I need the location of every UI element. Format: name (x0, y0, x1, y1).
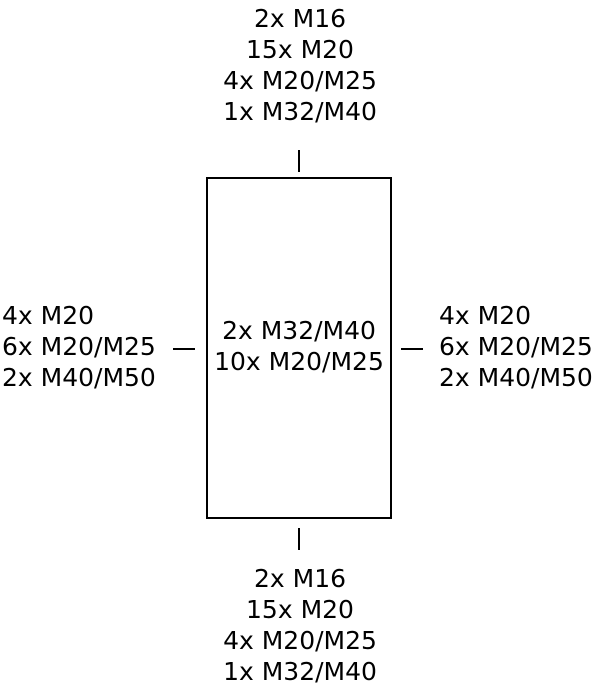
top-connector-tick (298, 150, 300, 172)
right-label-line: 6x M20/M25 (439, 332, 593, 361)
center-labels: 2x M32/M40 10x M20/M25 (206, 315, 392, 377)
bottom-label-line: 4x M20/M25 (223, 626, 377, 655)
center-label-line: 10x M20/M25 (214, 347, 384, 376)
left-side-labels: 4x M20 6x M20/M25 2x M40/M50 (2, 300, 156, 393)
top-label-line: 1x M32/M40 (223, 97, 377, 126)
bottom-side-labels: 2x M16 15x M20 4x M20/M25 1x M32/M40 (200, 563, 400, 687)
right-side-labels: 4x M20 6x M20/M25 2x M40/M50 (439, 300, 593, 393)
right-label-line: 2x M40/M50 (439, 363, 593, 392)
top-label-line: 15x M20 (246, 35, 354, 64)
top-side-labels: 2x M16 15x M20 4x M20/M25 1x M32/M40 (200, 3, 400, 127)
right-connector-tick (401, 348, 423, 350)
left-label-line: 2x M40/M50 (2, 363, 156, 392)
right-label-line: 4x M20 (439, 301, 532, 330)
left-label-line: 6x M20/M25 (2, 332, 156, 361)
bottom-label-line: 15x M20 (246, 595, 354, 624)
left-connector-tick (173, 348, 195, 350)
enclosure-box (206, 177, 392, 519)
center-label-line: 2x M32/M40 (222, 316, 376, 345)
top-label-line: 2x M16 (253, 4, 347, 33)
top-label-line: 4x M20/M25 (223, 66, 377, 95)
bottom-label-line: 2x M16 (253, 564, 347, 593)
bottom-connector-tick (298, 528, 300, 550)
bottom-label-line: 1x M32/M40 (223, 657, 377, 686)
left-label-line: 4x M20 (2, 301, 95, 330)
